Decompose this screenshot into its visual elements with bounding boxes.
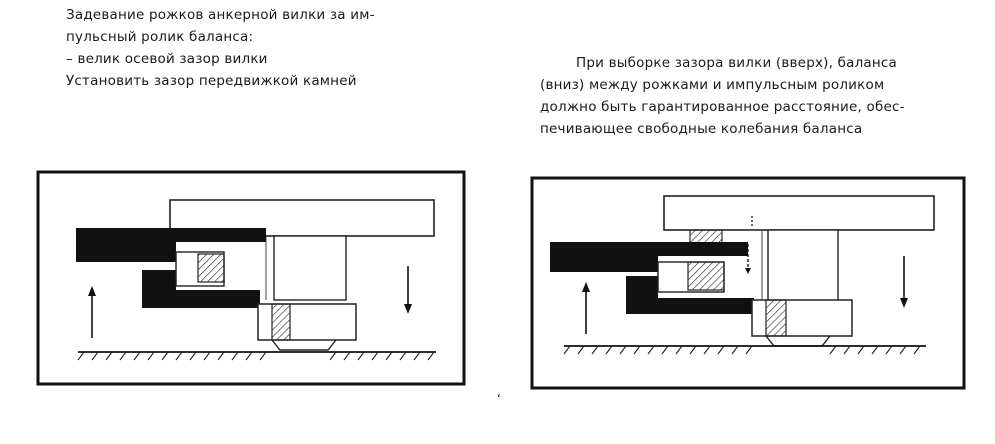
fork-horn-upper — [550, 242, 748, 272]
right-text-line-2: (вниз) между рожками и импульсным ролико… — [540, 77, 885, 93]
fork-horn-upper — [76, 228, 266, 262]
impulse-pin — [197, 253, 225, 283]
page-mark: ‘ — [497, 392, 501, 406]
right-text-line-4: печивающее свободные колебания баланса — [540, 121, 863, 137]
balance-staff-block — [663, 195, 935, 231]
right-figure — [530, 176, 966, 390]
left-description: Задевание рожков анкерной вилки за им- п… — [66, 4, 375, 92]
left-text-line-3: – велик осевой зазор вилки — [66, 51, 268, 67]
frame — [530, 176, 966, 390]
left-text-line-2: пульсный ролик баланса: — [66, 29, 254, 45]
left-text-line-4: Установить зазор передвижкой камней — [66, 73, 357, 89]
left-figure — [36, 170, 466, 386]
frame — [36, 170, 466, 386]
right-figure-drawing — [530, 176, 966, 390]
fork-horn-lower — [142, 270, 260, 308]
impulse-pin — [687, 261, 725, 291]
shaft — [273, 235, 347, 301]
right-text-line-3: должно быть гарантированное расстояние, … — [540, 99, 905, 115]
shaft — [767, 229, 839, 305]
left-figure-drawing — [36, 170, 466, 386]
right-text-line-1: При выборке зазора вилки (вверх), баланс… — [576, 55, 898, 71]
left-text-line-1: Задевание рожков анкерной вилки за им- — [66, 7, 375, 23]
right-description: При выборке зазора вилки (вверх), баланс… — [540, 52, 905, 140]
